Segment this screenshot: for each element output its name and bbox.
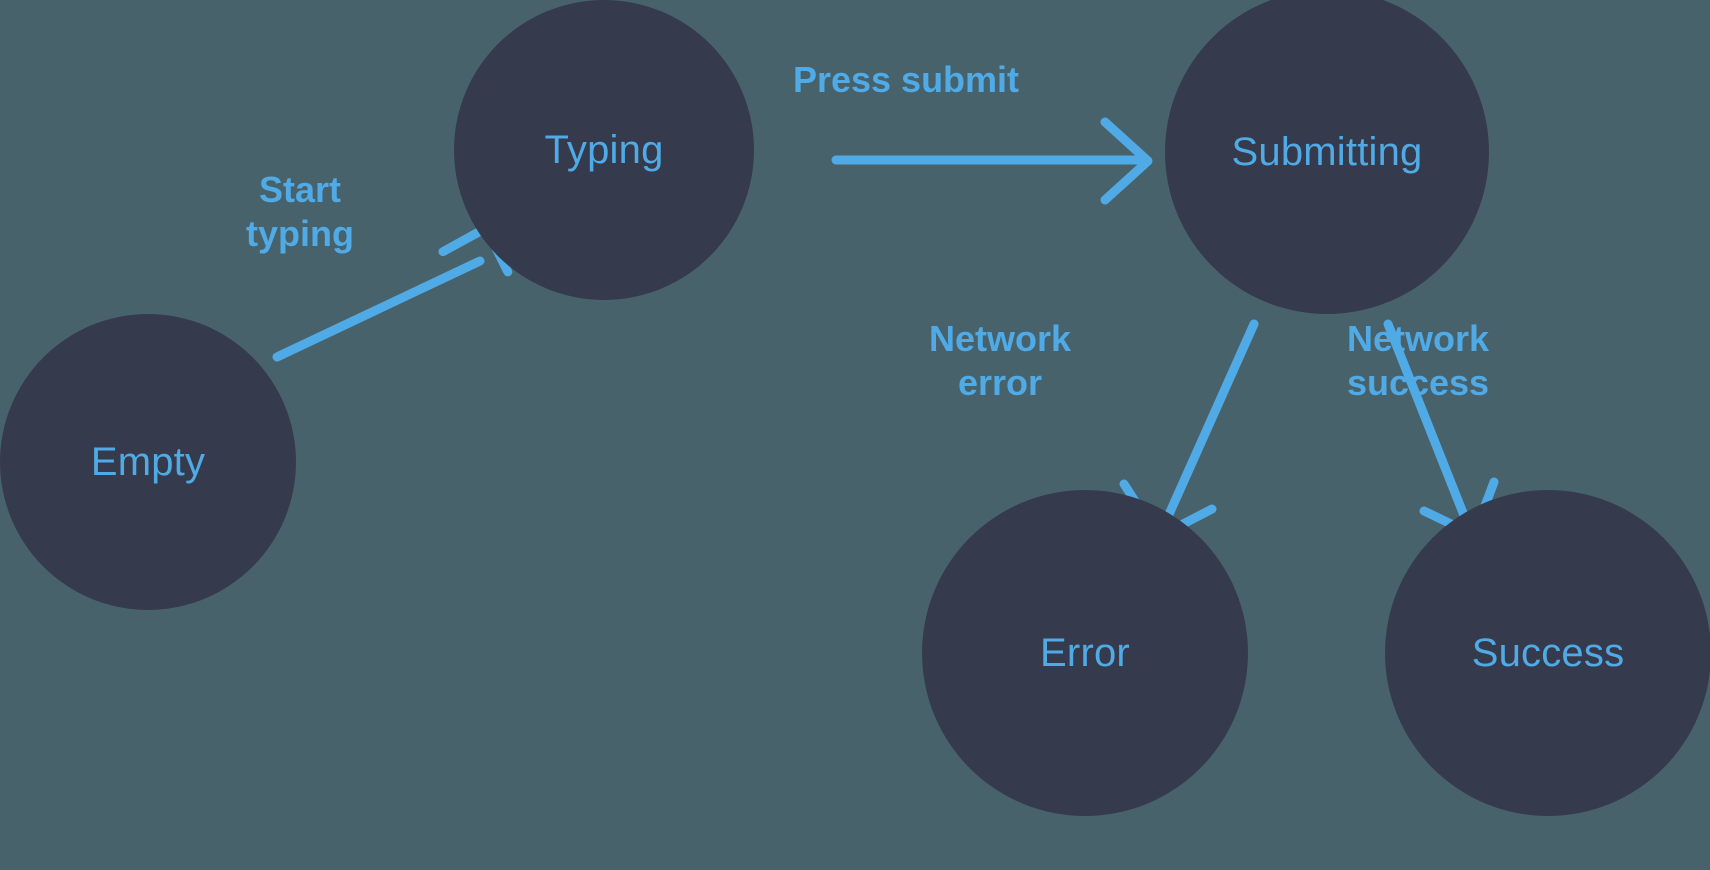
transition-label-press-submit: Press submit [792,59,1020,100]
state-label-success: Success [1471,631,1625,675]
state-node-empty[interactable]: Empty [0,314,296,610]
transition-arrow-press-submit [831,117,1153,205]
state-label-empty: Empty [90,440,206,484]
transition-label-start-typing: Start typing [246,169,354,254]
state-node-error[interactable]: Error [922,490,1248,816]
state-node-success[interactable]: Success [1385,490,1710,816]
state-label-typing: Typing [544,128,664,172]
transition-label-network-error: Network error [928,318,1072,403]
state-label-submitting: Submitting [1231,130,1423,174]
state-label-error: Error [1040,631,1130,675]
state-node-typing[interactable]: Typing [454,0,754,300]
transition-label-network-success: Network success [1346,318,1490,403]
state-node-submitting[interactable]: Submitting [1165,0,1489,314]
